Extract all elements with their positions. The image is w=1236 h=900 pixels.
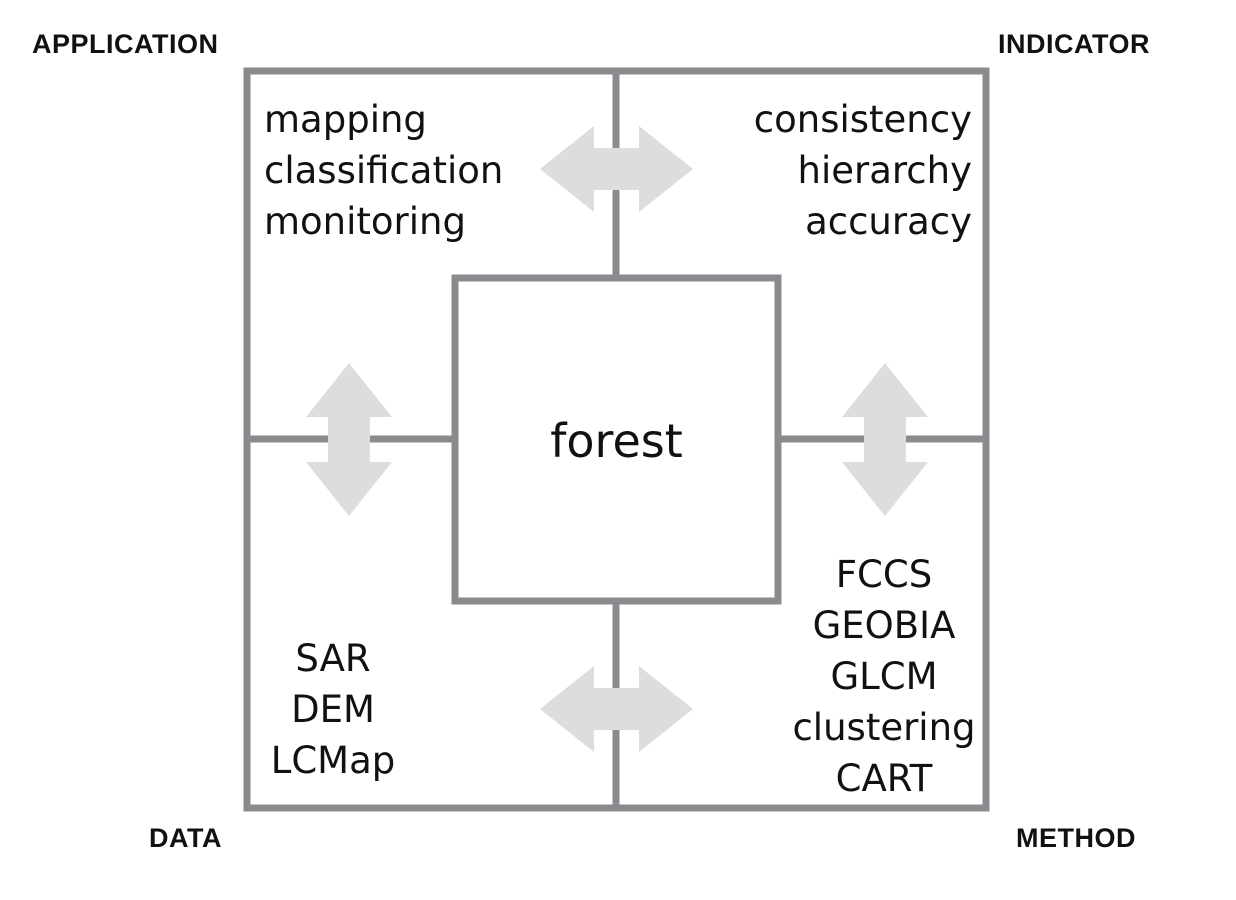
method-term: GEOBIA [812,604,956,647]
data-term: DEM [291,688,375,731]
top-horizontal-arrow [540,126,693,212]
application-term: mapping [264,98,427,141]
method-terms: FCCS GEOBIA GLCM clustering CART [786,549,982,804]
indicator-term: accuracy [805,200,972,243]
corner-label-indicator: INDICATOR [998,29,1150,59]
frame [243,67,990,812]
indicator-terms: consistency hierarchy accuracy [630,94,972,247]
method-term: clustering [792,706,976,749]
method-term: CART [835,757,933,800]
data-term: LCMap [270,739,396,782]
method-term: GLCM [830,655,938,698]
data-terms: SAR DEM LCMap [253,633,413,786]
method-term: FCCS [835,553,933,596]
indicator-term: hierarchy [797,149,972,192]
left-vertical-arrow [306,363,392,516]
center-label: forest [550,414,683,468]
application-term: monitoring [264,200,466,243]
center-box [451,274,782,605]
data-term: SAR [295,637,371,680]
corner-label-data: DATA [149,823,222,853]
bottom-horizontal-arrow [540,666,693,752]
arrows [306,126,928,752]
application-terms: mapping classification monitoring [264,94,503,247]
right-vertical-arrow [842,363,928,516]
corner-label-application: APPLICATION [32,29,219,59]
application-term: classification [264,149,504,192]
indicator-term: consistency [753,98,972,141]
corner-label-method: METHOD [1016,823,1136,853]
